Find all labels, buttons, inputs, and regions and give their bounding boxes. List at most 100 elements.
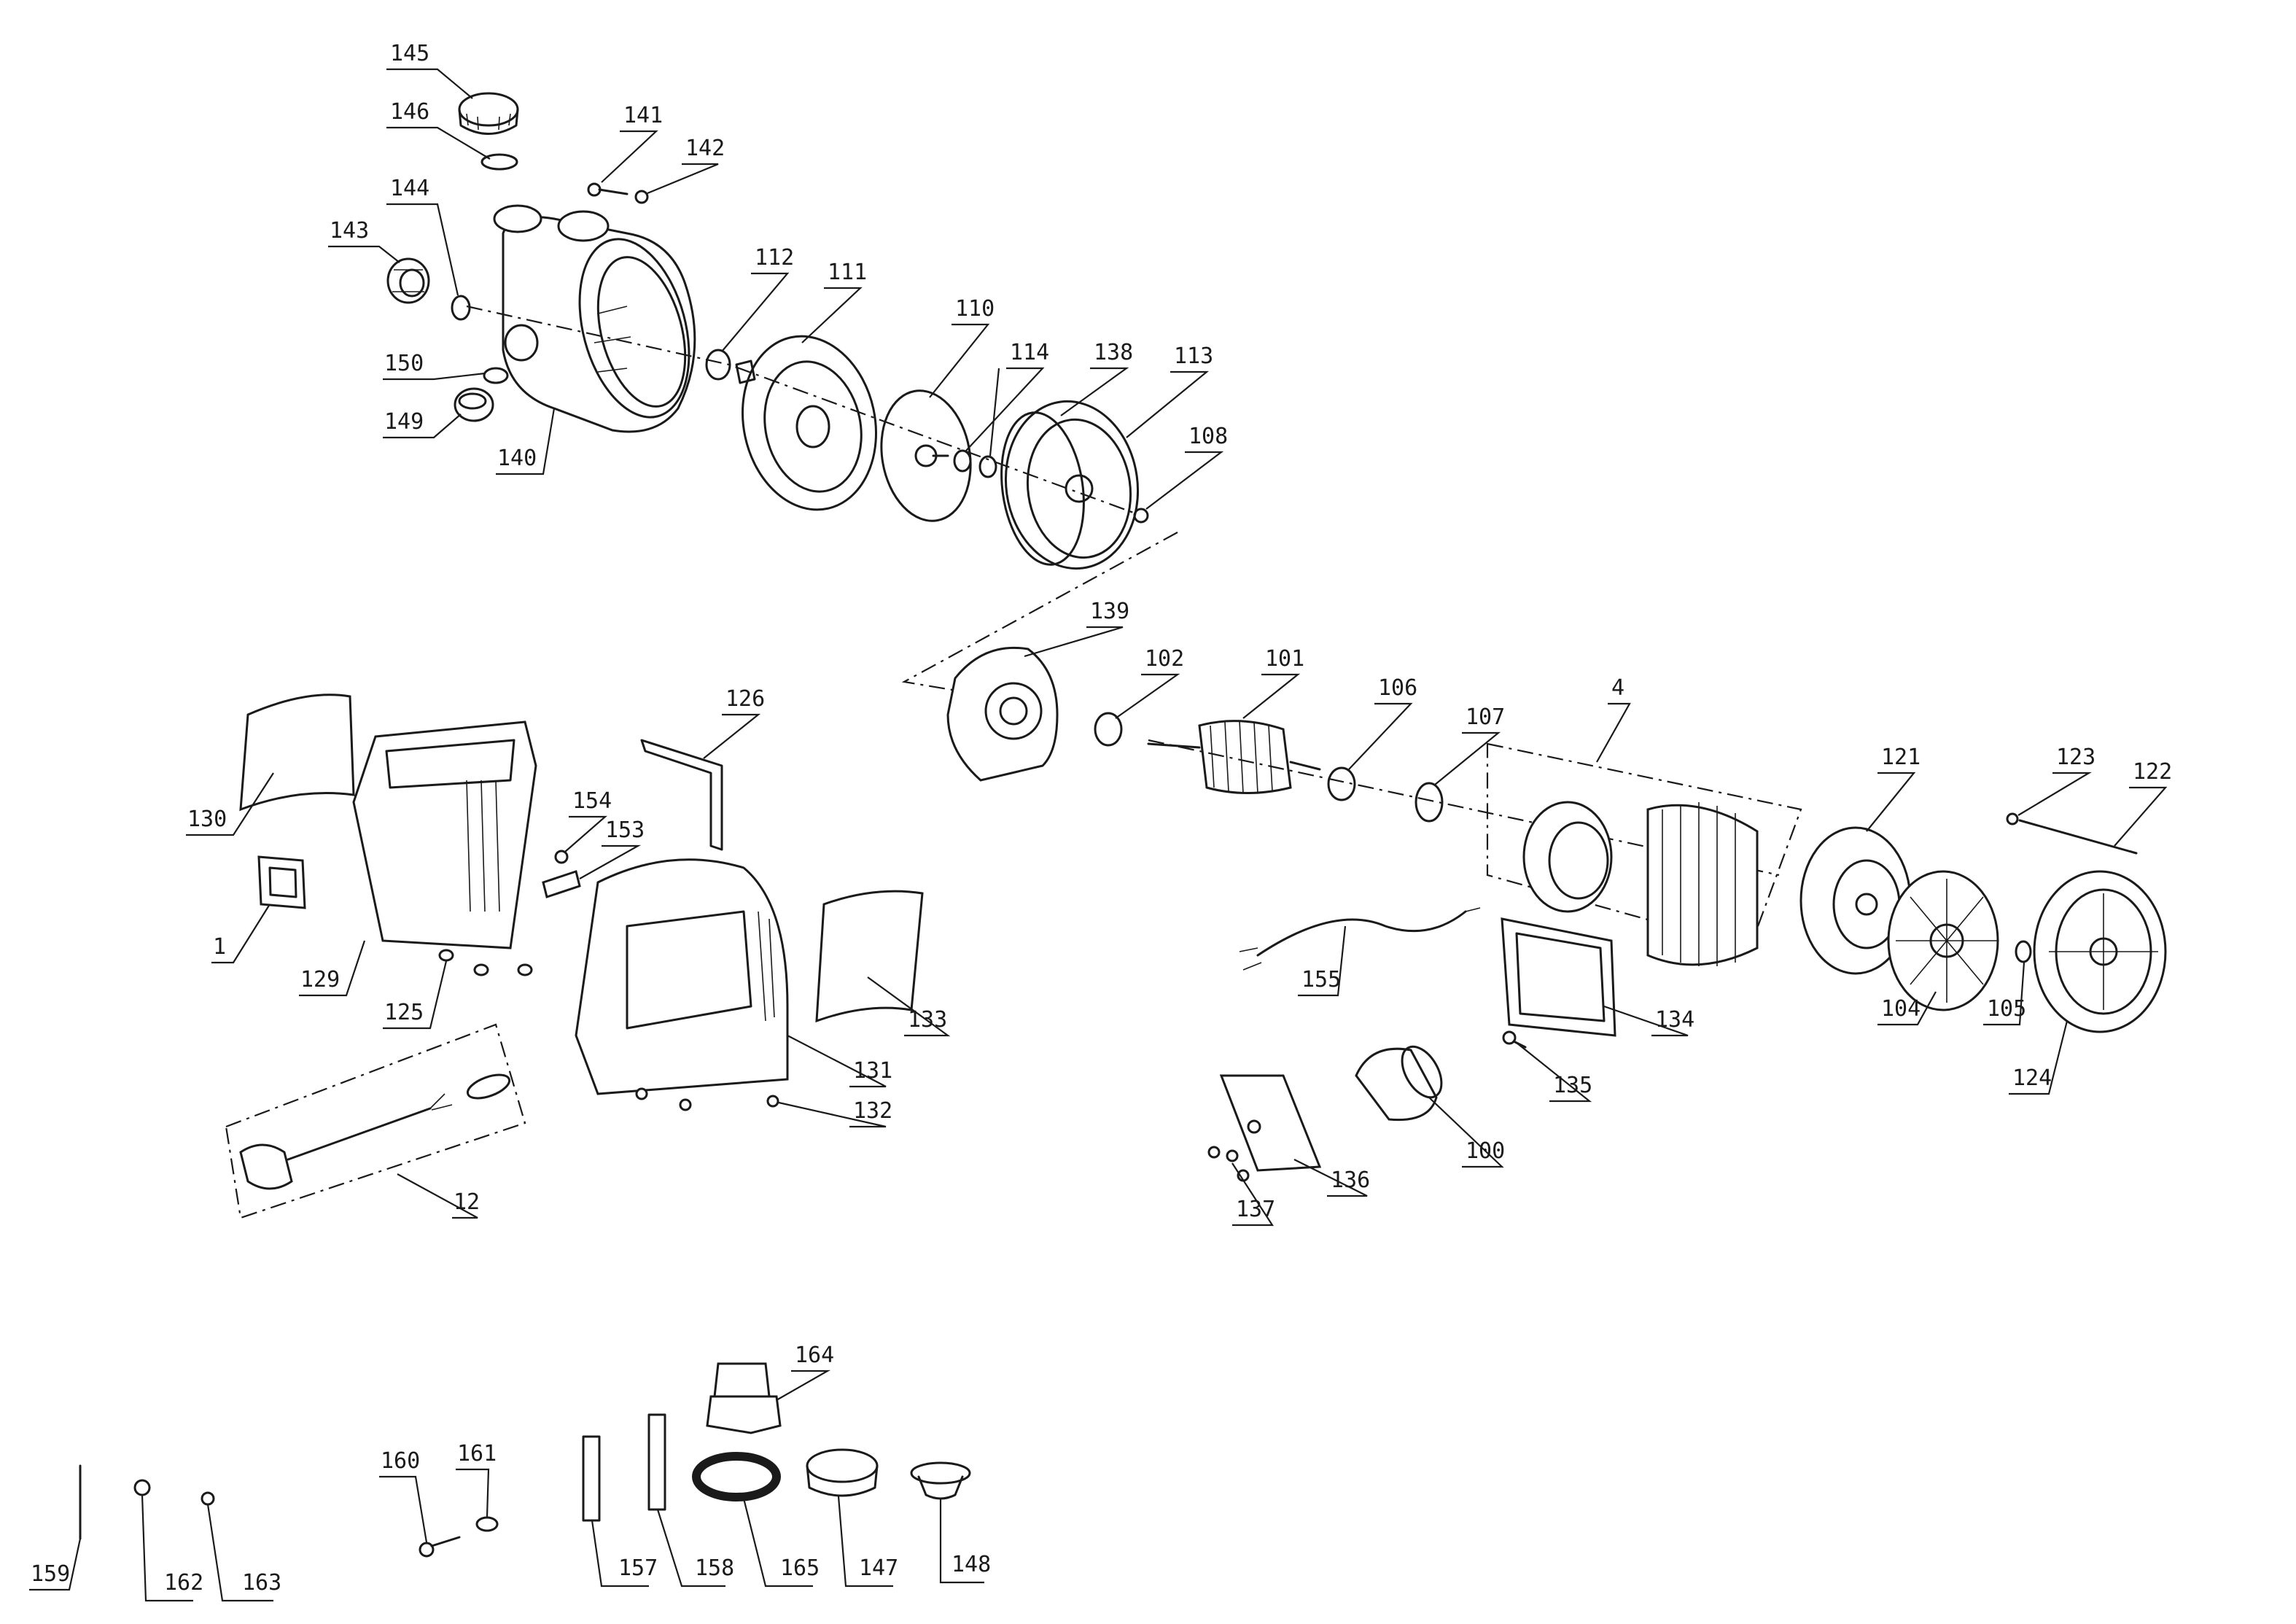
callout-134: 134 [1603, 1005, 1694, 1037]
capacitor-100 [1355, 1045, 1443, 1122]
stator-winding [1522, 801, 1613, 913]
callout-label-125: 125 [384, 1000, 424, 1025]
callout-label-155: 155 [1301, 967, 1341, 992]
callout-label-102: 102 [1145, 646, 1184, 672]
callout-label-111: 111 [828, 260, 867, 285]
callout-162: 162 [141, 1494, 203, 1602]
callout-label-104: 104 [1881, 996, 1921, 1022]
screws-137 [1207, 1146, 1250, 1182]
callout-161: 161 [456, 1441, 497, 1518]
o-ring-112 [705, 349, 731, 381]
callout-105: 105 [1983, 962, 2026, 1026]
flange-139 [946, 646, 1059, 782]
cover-133 [815, 890, 924, 1023]
callout-label-148: 148 [952, 1552, 991, 1577]
callout-label-165: 165 [780, 1555, 820, 1581]
fan-cover-124 [2033, 870, 2167, 1033]
callout-150: 150 [383, 351, 486, 381]
callout-label-142: 142 [685, 136, 725, 161]
callout-102: 102 [1115, 646, 1184, 719]
power-cord-12 [239, 1073, 511, 1190]
callout-label-124: 124 [2012, 1065, 2052, 1091]
callout-160: 160 [379, 1448, 428, 1543]
callout-4: 4 [1596, 675, 1631, 763]
callout-110: 110 [929, 296, 995, 398]
washer-161 [475, 1516, 499, 1532]
callout-label-133: 133 [908, 1007, 947, 1033]
callout-label-157: 157 [618, 1555, 658, 1581]
seal-165 [692, 1452, 781, 1501]
bearing-106 [1327, 766, 1356, 801]
callout-label-112: 112 [755, 245, 794, 271]
callout-165: 165 [742, 1498, 820, 1588]
callout-131: 131 [787, 1035, 892, 1088]
callout-106: 106 [1348, 675, 1417, 770]
callout-129: 129 [299, 940, 366, 997]
axis-motor [1148, 739, 1780, 877]
callout-label-163: 163 [242, 1570, 281, 1596]
callout-label-132: 132 [853, 1098, 892, 1124]
callout-108: 108 [1145, 424, 1228, 510]
seal-138 [1000, 411, 1085, 566]
callout-label-113: 113 [1174, 343, 1213, 369]
pump-housing-140 [493, 204, 696, 433]
callout-label-140: 140 [497, 446, 537, 471]
callout-147: 147 [837, 1496, 898, 1588]
terminal-box-134 [1501, 917, 1616, 1037]
callout-123: 123 [2017, 745, 2095, 816]
callout-label-110: 110 [955, 296, 995, 322]
callout-label-4: 4 [1611, 675, 1624, 701]
feet-125 [438, 949, 533, 976]
callout-label-106: 106 [1378, 675, 1417, 701]
washers-114 [953, 449, 997, 478]
callout-122: 122 [2114, 759, 2172, 847]
rod-122 [2006, 812, 2138, 855]
cap-147 [806, 1448, 879, 1497]
callout-101: 101 [1242, 646, 1304, 719]
callout-141: 141 [601, 103, 663, 183]
strip-158 [647, 1413, 666, 1511]
plug-143 [386, 257, 430, 304]
callout-label-160: 160 [381, 1448, 420, 1474]
impeller-cover-110 [880, 389, 972, 522]
callout-label-138: 138 [1094, 340, 1133, 365]
callout-label-129: 129 [300, 967, 340, 992]
callout-145: 145 [386, 41, 473, 99]
fan-104 [1887, 870, 1999, 1011]
callout-157: 157 [591, 1520, 658, 1588]
callout-label-135: 135 [1553, 1073, 1592, 1098]
callout-label-158: 158 [695, 1555, 734, 1581]
callout-164: 164 [776, 1343, 834, 1401]
callout-126: 126 [703, 686, 765, 759]
callout-132: 132 [778, 1098, 892, 1128]
callout-label-141: 141 [623, 103, 663, 128]
callout-label-105: 105 [1987, 996, 2026, 1022]
callout-label-100: 100 [1466, 1138, 1505, 1164]
screw-135 [1502, 1030, 1527, 1049]
impeller-113 [1004, 400, 1140, 570]
axis-diagonal [901, 532, 1178, 694]
bearing-102 [1094, 712, 1123, 747]
callout-label-145: 145 [390, 41, 429, 66]
washer-142 [634, 190, 649, 204]
callout-label-147: 147 [859, 1555, 898, 1581]
callout-label-144: 144 [390, 176, 429, 201]
callout-label-164: 164 [795, 1343, 834, 1368]
callout-146: 146 [386, 99, 491, 160]
callout-100: 100 [1428, 1097, 1505, 1168]
ring-107 [1414, 782, 1444, 823]
screws-132 [635, 1087, 779, 1111]
axis-line-top [466, 305, 1138, 516]
callout-148: 148 [939, 1499, 991, 1584]
callout-label-162: 162 [164, 1570, 203, 1596]
callout-111: 111 [801, 260, 867, 343]
callout-label-126: 126 [725, 686, 765, 712]
nut-108 [1133, 508, 1149, 524]
callout-label-101: 101 [1265, 646, 1304, 672]
callout-138: 138 [1060, 340, 1133, 416]
cap-145 [458, 92, 519, 135]
callout-12: 12 [397, 1173, 480, 1219]
callout-label-146: 146 [390, 99, 429, 125]
switch-1 [257, 855, 306, 909]
